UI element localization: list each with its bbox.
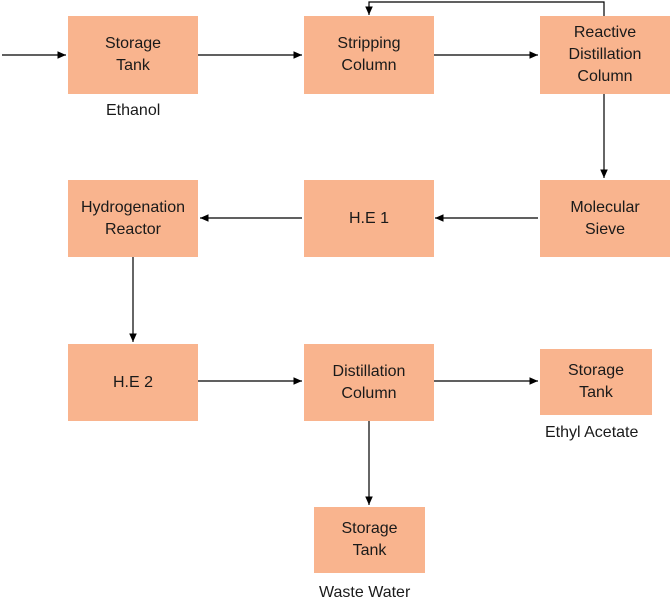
ethyl-acetate-label: Ethyl Acetate — [545, 424, 639, 441]
heat-exchanger-2: H.E 2 — [68, 344, 198, 421]
ethanol-label: Ethanol — [106, 102, 161, 119]
hydrogenation-reactor-label: Hydrogenation Reactor — [80, 198, 186, 238]
storage-tank-waste-water-label: Storage Tank — [341, 520, 398, 559]
storage-tank-ethanol: Storage Tank — [68, 16, 198, 94]
storage-tank-ethyl-acetate-label: Storage Tank — [567, 362, 625, 401]
reactive-distillation-column: Reactive Distillation Column — [540, 16, 670, 94]
molecular-sieve: Molecular Sieve — [540, 180, 670, 257]
storage-tank-ethanol-label: Storage Tank — [104, 35, 162, 74]
stripping-column-label: Stripping Column — [337, 35, 401, 74]
heat-exchanger-1-label: H.E 1 — [348, 209, 389, 227]
storage-tank-waste-water: Storage Tank — [314, 507, 425, 573]
recycle-arrow — [365, 1, 605, 16]
stripping-column: Stripping Column — [304, 16, 434, 94]
distillation-column: Distillation Column — [304, 344, 434, 421]
hydrogenation-reactor: Hydrogenation Reactor — [68, 180, 198, 257]
reactive-distillation-column-label: Reactive Distillation Column — [568, 24, 642, 85]
waste-water-label: Waste Water — [319, 584, 411, 601]
heat-exchanger-2-label: H.E 2 — [112, 373, 153, 391]
molecular-sieve-label: Molecular Sieve — [570, 198, 640, 238]
distillation-column-label: Distillation Column — [332, 362, 406, 402]
storage-tank-ethyl-acetate: Storage Tank — [540, 349, 652, 415]
heat-exchanger-1: H.E 1 — [304, 180, 434, 257]
